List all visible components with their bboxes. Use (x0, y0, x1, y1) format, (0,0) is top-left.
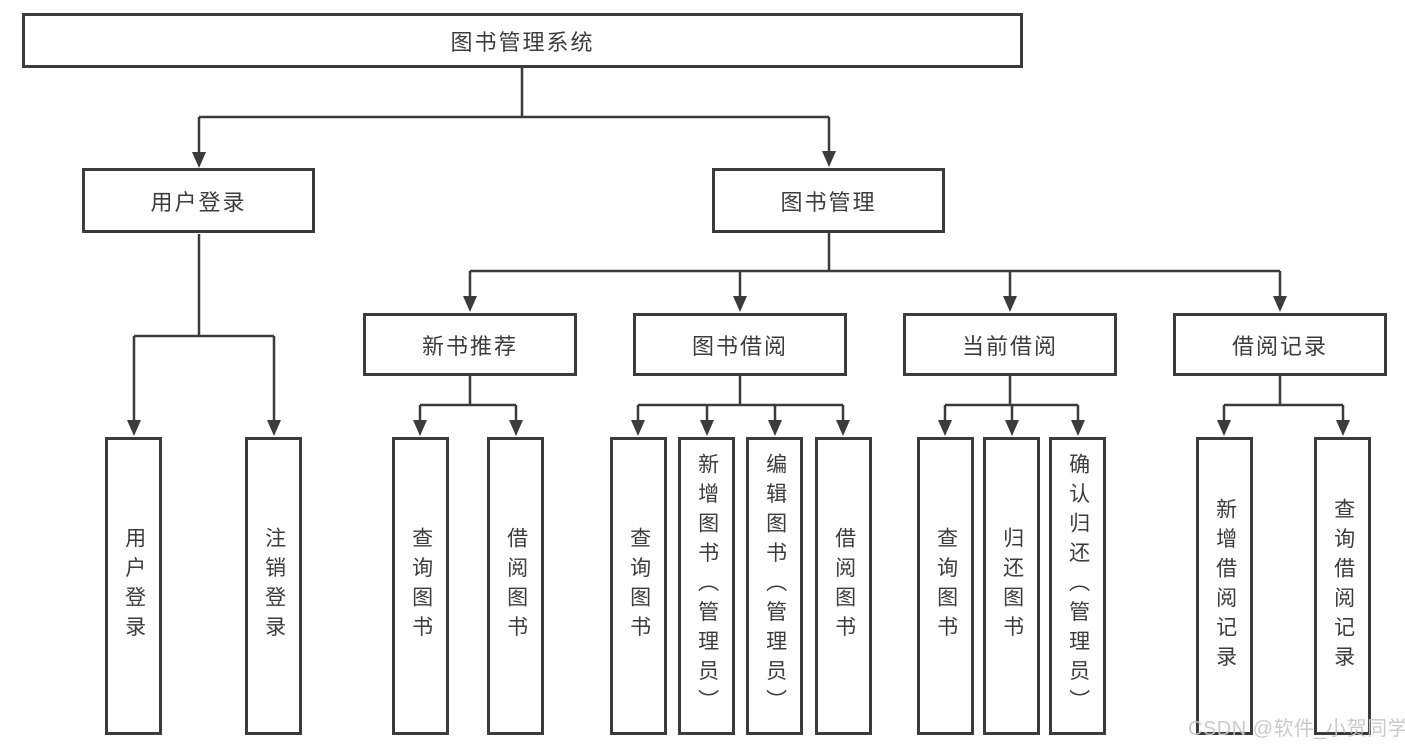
node-current-borrowing: 当前借阅 (903, 313, 1117, 376)
node-label: 图书管理系统 (450, 29, 595, 55)
node-label: 借阅图书 (832, 527, 856, 645)
leaf-add-book-admin: 新增图书（管理员） (678, 437, 735, 735)
node-book-management: 图书管理 (712, 168, 945, 233)
leaf-logout: 注销登录 (245, 437, 302, 735)
node-label: 图书借阅 (691, 333, 788, 359)
leaf-query-books-3: 查询图书 (917, 437, 974, 735)
node-label: 当前借阅 (961, 333, 1058, 359)
leaf-user-login: 用户登录 (105, 437, 162, 735)
leaf-edit-book-admin: 编辑图书（管理员） (746, 437, 803, 735)
node-label: 编辑图书（管理员） (763, 453, 787, 719)
leaf-borrow-books-1: 借阅图书 (487, 437, 544, 735)
leaf-query-books-1: 查询图书 (392, 437, 449, 735)
leaf-return-book: 归还图书 (983, 437, 1040, 735)
leaf-add-borrow-record: 新增借阅记录 (1196, 437, 1253, 735)
node-book-borrowing: 图书借阅 (633, 313, 847, 376)
node-label: 查询借阅记录 (1331, 497, 1355, 675)
node-label: 新书推荐 (421, 333, 518, 359)
leaf-confirm-return-admin: 确认归还（管理员） (1049, 437, 1106, 735)
node-label: 图书管理 (780, 189, 877, 215)
node-label: 新增借阅记录 (1213, 497, 1237, 675)
leaf-borrow-books-2: 借阅图书 (815, 437, 872, 735)
node-label: 注销登录 (262, 527, 286, 645)
node-label: 归还图书 (1000, 527, 1024, 645)
leaf-query-books-2: 查询图书 (610, 437, 667, 735)
node-label: 查询图书 (409, 527, 433, 645)
node-label: 借阅记录 (1231, 333, 1328, 359)
node-label: 新增图书（管理员） (695, 453, 719, 719)
node-label: 借阅图书 (504, 527, 528, 645)
node-borrowing-records: 借阅记录 (1173, 313, 1387, 376)
node-library-management-system: 图书管理系统 (22, 13, 1023, 68)
node-label: 查询图书 (934, 527, 958, 645)
node-new-book-recommend: 新书推荐 (363, 313, 577, 376)
node-label: 用户登录 (150, 189, 247, 215)
leaf-query-borrow-record: 查询借阅记录 (1314, 437, 1371, 735)
node-label: 用户登录 (122, 527, 146, 645)
node-label: 查询图书 (627, 527, 651, 645)
node-user-login: 用户登录 (82, 168, 315, 233)
node-label: 确认归还（管理员） (1066, 453, 1090, 719)
